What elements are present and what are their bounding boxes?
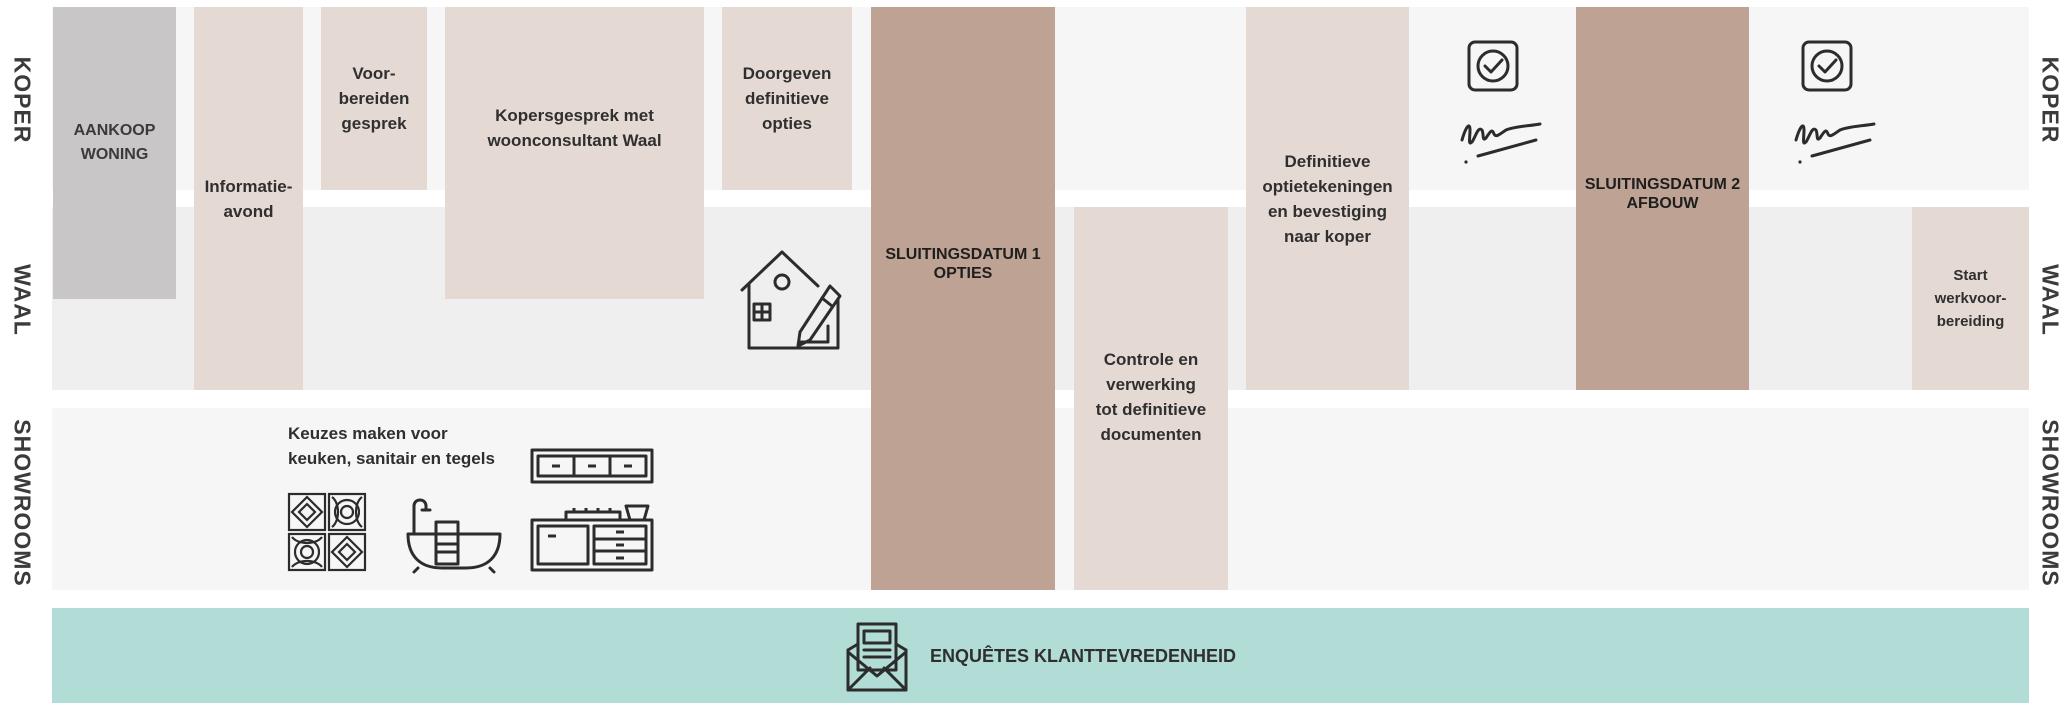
signature-icon <box>1794 122 1876 164</box>
kitchen-icon <box>530 448 654 572</box>
lane-label-koper-right: KOPER <box>2037 56 2064 144</box>
checkbox-icon <box>1801 40 1853 92</box>
house-design-icon <box>740 250 842 350</box>
tiles-icon <box>287 492 367 572</box>
lane-label-koper-left: KOPER <box>9 56 36 144</box>
block-start-werkvoorbereiding: Start werkvoor- bereiding <box>1912 207 2029 390</box>
envelope-letter-icon <box>846 622 908 692</box>
lane-label-showrooms-left: SHOWROOMS <box>9 419 36 587</box>
block-sluitingsdatum-1: SLUITINGSDATUM 1 OPTIES <box>871 7 1055 590</box>
block-controle-verwerking: Controle en verwerking tot definitieve d… <box>1074 207 1228 590</box>
survey-label: ENQUÊTES KLANTTEVREDENHEID <box>930 646 1237 666</box>
block-aankoop-woning: AANKOOP WONING <box>53 7 176 299</box>
block-sluitingsdatum-2: SLUITINGSDATUM 2 AFBOUW <box>1576 7 1749 390</box>
checkbox-icon <box>1467 40 1519 92</box>
block-definitieve-optietekeningen: Definitieve optietekeningen en bevestigi… <box>1246 7 1409 390</box>
lane-label-waal-right: WAAL <box>2037 264 2064 336</box>
signature-icon <box>1460 122 1542 164</box>
bathtub-icon <box>406 498 502 574</box>
block-doorgeven-opties: Doorgeven definitieve opties <box>722 7 852 190</box>
block-informatieavond: Informatie- avond <box>194 7 303 390</box>
survey-band <box>52 608 2029 703</box>
lane-label-showrooms-right: SHOWROOMS <box>2037 419 2064 587</box>
lane-label-waal-left: WAAL <box>9 264 36 336</box>
block-voorbereiden-gesprek: Voor- bereiden gesprek <box>321 7 427 190</box>
block-kopersgesprek: Kopersgesprek met woonconsultant Waal <box>445 7 704 299</box>
showroom-keuzes-text: Keuzes maken voor keuken, sanitair en te… <box>288 424 495 468</box>
